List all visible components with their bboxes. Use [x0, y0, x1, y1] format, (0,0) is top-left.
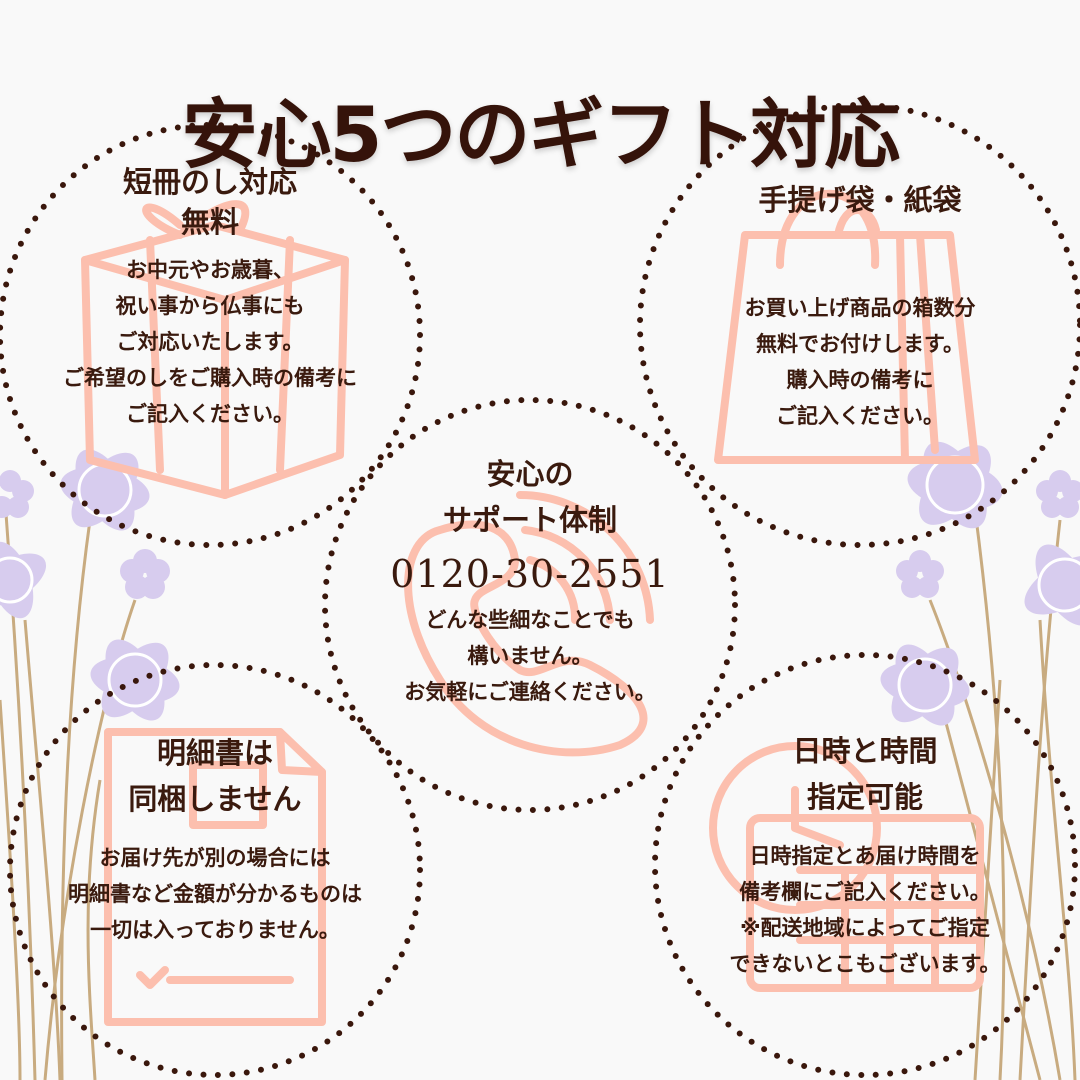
card-text: お届け先が別の場合には — [99, 846, 331, 870]
card-text: お中元やお歳暮、 — [126, 258, 294, 282]
card-text: できないとこもございます。 — [729, 952, 1001, 976]
card-noshi: 短冊のし対応 無料 お中元やお歳暮、 祝い事から仏事にも ご対応いたします。 ご… — [20, 162, 400, 432]
gift-box-icon — [81, 200, 349, 499]
card-text: ご対応いたします。 — [116, 330, 304, 354]
card-text: ご希望のしをご購入時の備考に — [63, 366, 357, 390]
card-text: お気軽にご連絡ください。 — [404, 680, 656, 704]
card-text: どんな些細なことでも — [425, 608, 635, 632]
card-heading: 明細書は — [156, 736, 273, 770]
clock-calendar-icon — [709, 742, 984, 992]
shopping-bag-icon — [714, 189, 979, 464]
card-text: ご記入ください。 — [776, 404, 944, 428]
card-heading: サポート体制 — [442, 503, 617, 537]
card-heading: 短冊のし対応 — [122, 165, 297, 199]
card-heading: 日時と時間 — [792, 734, 938, 768]
card-text: 祝い事から仏事にも — [115, 294, 305, 318]
phone-icon — [404, 491, 654, 757]
card-text: 明細書など金額が分かるものは — [68, 882, 362, 906]
card-support: 安心の サポート体制 0120-30-2551 どんな些細なことでも 構いません… — [350, 448, 710, 710]
card-heading: 安心の — [486, 457, 574, 491]
card-text: 一切は入っておりません。 — [90, 918, 340, 942]
card-text: お買い上げ商品の箱数分 — [744, 296, 976, 320]
card-heading: 同梱しません — [128, 782, 302, 816]
card-text: ご記入ください。 — [126, 402, 294, 426]
document-checklist-icon — [104, 728, 326, 1026]
card-text: 構いません。 — [467, 644, 593, 668]
phone-number[interactable]: 0120-30-2551 — [390, 552, 670, 596]
card-heading: 無料 — [180, 205, 239, 239]
card-invoice: 明細書は 同梱しません お届け先が別の場合には 明細書など金額が分かるものは 一… — [10, 730, 420, 948]
card-heading: 指定可能 — [806, 780, 923, 814]
card-text: 無料でお付けします。 — [756, 332, 964, 356]
card-text: ※配送地域によってご指定 — [740, 916, 990, 940]
card-heading: 手提げ袋・紙袋 — [758, 183, 962, 217]
dotted-circle-frames — [0, 102, 1080, 1078]
page-title: 安心5つのギフト対応 — [181, 89, 901, 179]
card-text: 備考欄にご記入ください。 — [739, 880, 991, 904]
flower-stems — [0, 499, 1077, 1080]
card-delivery: 日時と時間 指定可能 日時指定とあ届け時間を 備考欄にご記入ください。 ※配送地… — [670, 728, 1060, 982]
card-bag: 手提げ袋・紙袋 お買い上げ商品の箱数分 無料でお付けします。 購入時の備考に ご… — [660, 180, 1060, 434]
card-text: 購入時の備考に — [786, 368, 934, 392]
card-text: 日時指定とあ届け時間を — [749, 844, 981, 868]
